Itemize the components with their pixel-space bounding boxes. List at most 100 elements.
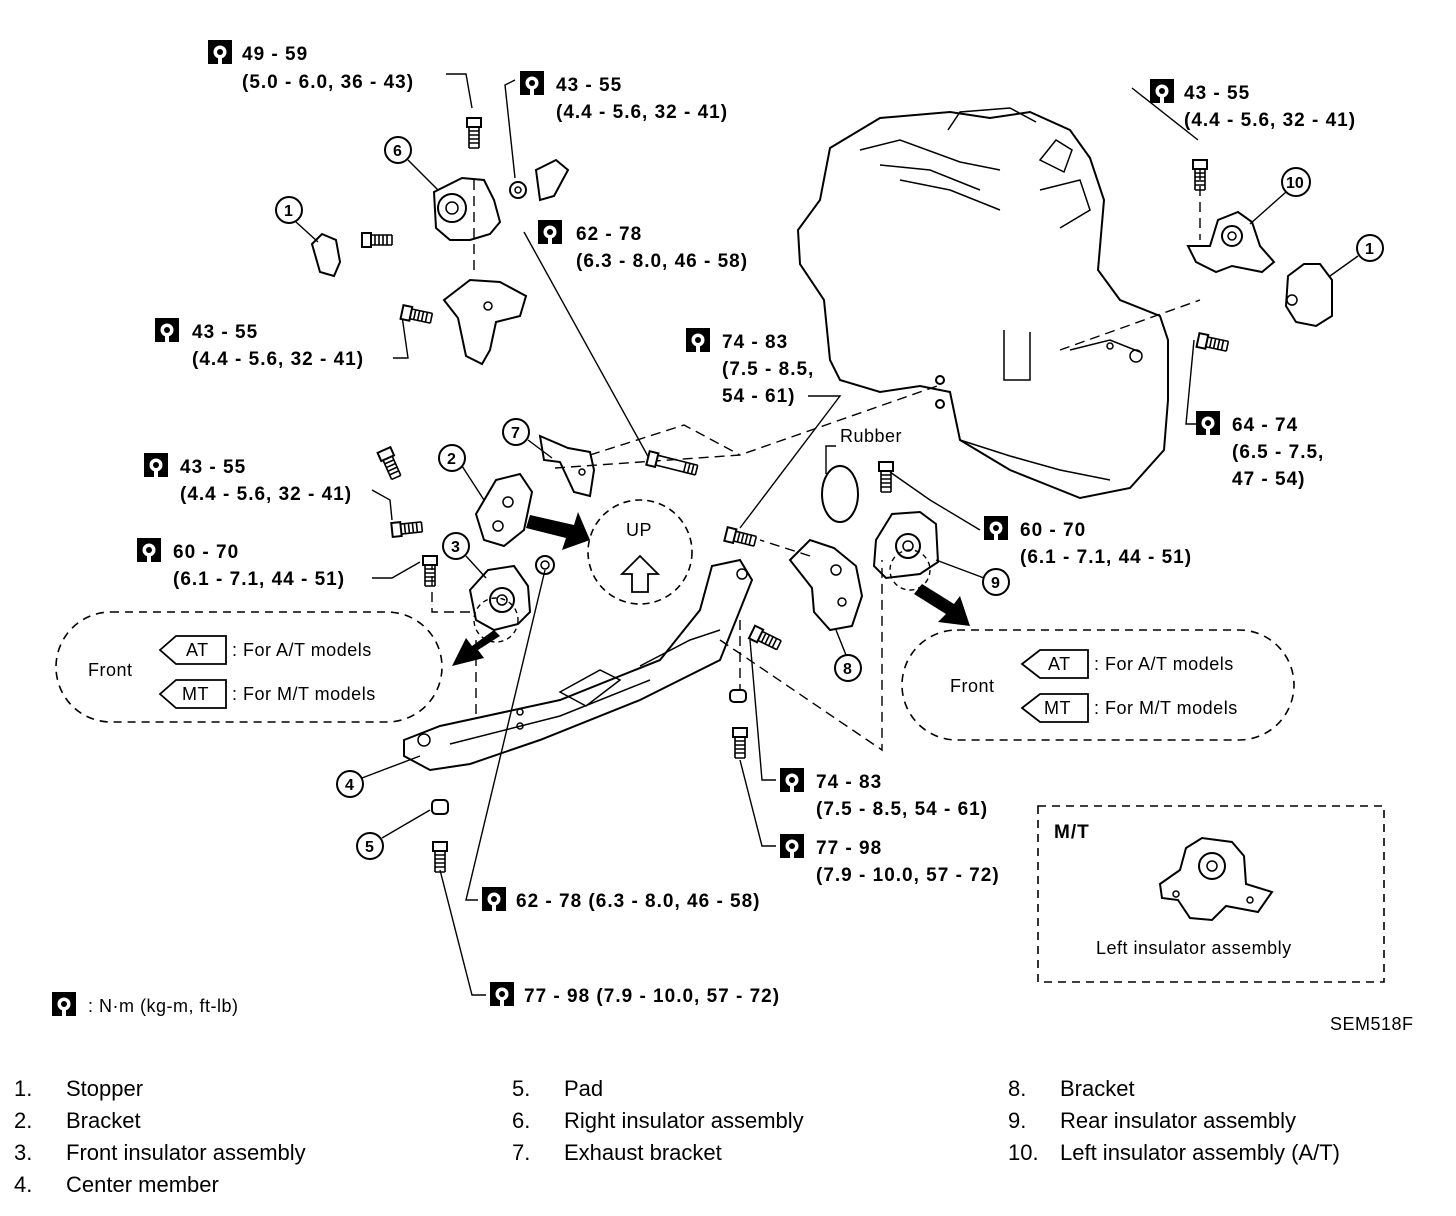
units-note-text: : N·m (kg-m, ft-lb) [88, 996, 239, 1016]
torque-icon [780, 768, 804, 792]
torque-label-t2: 43 - 55 (4.4 - 5.6, 32 - 41) [520, 71, 727, 123]
callout-number: 1 [1365, 241, 1374, 258]
torque-icon [520, 71, 544, 95]
legend-number: 5. [512, 1076, 531, 1101]
torque-value-alt: (7.9 - 10.0, 57 - 72) [816, 865, 1000, 886]
torque-value: 62 - 78 [576, 224, 642, 245]
at-arrow-icon [1020, 649, 1089, 679]
torque-icon [780, 834, 804, 858]
at-text: : For A/T models [1094, 654, 1234, 674]
legend-number: 1. [14, 1076, 33, 1101]
legend-number: 4. [14, 1172, 33, 1197]
right-insulator-assembly [432, 176, 502, 241]
engine-mount-diagram: 49 - 59 (5.0 - 6.0, 36 - 43) 43 - 55 (4.… [52, 40, 1414, 1034]
legend-number: 10. [1008, 1140, 1039, 1165]
mt-arrow-icon [158, 679, 227, 709]
parts-legend: 1. Stopper 2. Bracket 3. Front insulator… [0, 1072, 1456, 1212]
torque-value-alt: (4.4 - 5.6, 32 - 41) [1184, 110, 1356, 131]
legend-number: 3. [14, 1140, 33, 1165]
torque-value: 64 - 74 [1232, 415, 1298, 436]
figure-code: SEM518F [1330, 1014, 1414, 1034]
arrow-icon [452, 630, 500, 666]
pad-center [729, 689, 747, 703]
torque-icon [208, 40, 232, 64]
torque-icon [155, 318, 179, 342]
mt-inset-box: M/T Left insulator assembly [1037, 805, 1385, 983]
torque-label-t13: 62 - 78 (6.3 - 8.0, 46 - 58) [482, 887, 760, 912]
torque-value-alt: (5.0 - 6.0, 36 - 43) [242, 72, 414, 93]
bracket-8 [788, 538, 864, 632]
torque-icon [1196, 411, 1220, 435]
torque-icon [984, 516, 1008, 540]
torque-value-alt: (6.3 - 8.0, 46 - 58) [576, 251, 748, 272]
bolt-icon [390, 518, 424, 538]
left-insulator-at [1186, 210, 1276, 274]
bolt-icon [1195, 332, 1230, 355]
torque-value: 43 - 55 [192, 322, 258, 343]
mt-left-insulator [1158, 836, 1274, 922]
bolt-icon [732, 727, 748, 759]
callout-number: 4 [345, 777, 354, 794]
nut-front [535, 555, 555, 575]
rubber-pad [821, 465, 859, 523]
torque-label-t6: 74 - 83 (7.5 - 8.5, 54 - 61) [686, 328, 814, 407]
torque-value-alt: (6.1 - 7.1, 44 - 51) [173, 569, 345, 590]
at-tag: AT [1048, 654, 1071, 674]
torque-value: 74 - 83 [816, 772, 882, 793]
front-label: Front [950, 676, 995, 696]
callout-7: 7 [502, 418, 553, 459]
callout-8: 8 [834, 629, 862, 682]
rubber-label: Rubber [840, 426, 902, 446]
units-note: : N·m (kg-m, ft-lb) [52, 992, 239, 1016]
bolt-right [1195, 332, 1230, 355]
front-box-right: Front AT : For A/T models MT : For M/T m… [901, 629, 1295, 741]
callout-number: 10 [1286, 175, 1304, 192]
at-text: : For A/T models [232, 640, 372, 660]
stopper-left [310, 232, 342, 278]
torque-label-t9: 60 - 70 (6.1 - 7.1, 44 - 51) [137, 538, 345, 590]
callout-5: 5 [356, 809, 431, 860]
front-label: Front [88, 660, 133, 680]
torque-label-t4: 62 - 78 (6.3 - 8.0, 46 - 58) [538, 220, 748, 272]
front-box-left: Front AT : For A/T models MT : For M/T m… [55, 611, 443, 723]
callout-6: 6 [384, 136, 439, 191]
leader-lines [371, 73, 1199, 996]
bolt-icon [747, 624, 784, 653]
torque-label-t11: 74 - 83 (7.5 - 8.5, 54 - 61) [780, 768, 987, 820]
torque-icon [52, 992, 76, 1016]
torque-label-t1: 49 - 59 (5.0 - 6.0, 36 - 43) [208, 40, 414, 93]
exhaust-bracket [538, 434, 596, 498]
bolt-icon [422, 555, 438, 587]
callout-1-right: 1 [1329, 234, 1384, 277]
callout-4: 4 [336, 755, 421, 798]
rubber-leader [825, 445, 836, 474]
bolt-icon [399, 304, 434, 327]
torque-icon [137, 538, 161, 562]
mt-text: : For M/T models [1094, 698, 1238, 718]
callout-number: 5 [365, 839, 374, 856]
stopper-right [1284, 263, 1333, 328]
torque-label-t12: 77 - 98 (7.9 - 10.0, 57 - 72) [780, 834, 1000, 886]
legend-number: 9. [1008, 1108, 1027, 1133]
torque-value-alt: (4.4 - 5.6, 32 - 41) [180, 484, 352, 505]
legend-number: 6. [512, 1108, 531, 1133]
torque-value: 43 - 55 [1184, 83, 1250, 104]
callout-number: 9 [991, 575, 1000, 592]
torque-value-alt: (7.5 - 8.5, [722, 359, 814, 380]
callout-10: 10 [1249, 167, 1311, 225]
mt-box-caption: Left insulator assembly [1096, 938, 1292, 958]
bolt-icon [466, 117, 482, 149]
legend-text: Front insulator assembly [66, 1140, 306, 1165]
torque-value-alt2: 47 - 54) [1232, 469, 1305, 490]
front-insulator-assembly [468, 564, 532, 643]
callout-number: 7 [511, 425, 520, 442]
legend-text: Pad [564, 1076, 604, 1101]
torque-value: 60 - 70 [1020, 520, 1086, 541]
callout-number: 2 [447, 451, 456, 468]
small-bracket [534, 158, 570, 202]
legend-number: 8. [1008, 1076, 1027, 1101]
torque-value: 43 - 55 [556, 75, 622, 96]
torque-icon [490, 982, 514, 1006]
torque-label-t10: 60 - 70 (6.1 - 7.1, 44 - 51) [984, 516, 1191, 568]
torque-icon [686, 328, 710, 352]
